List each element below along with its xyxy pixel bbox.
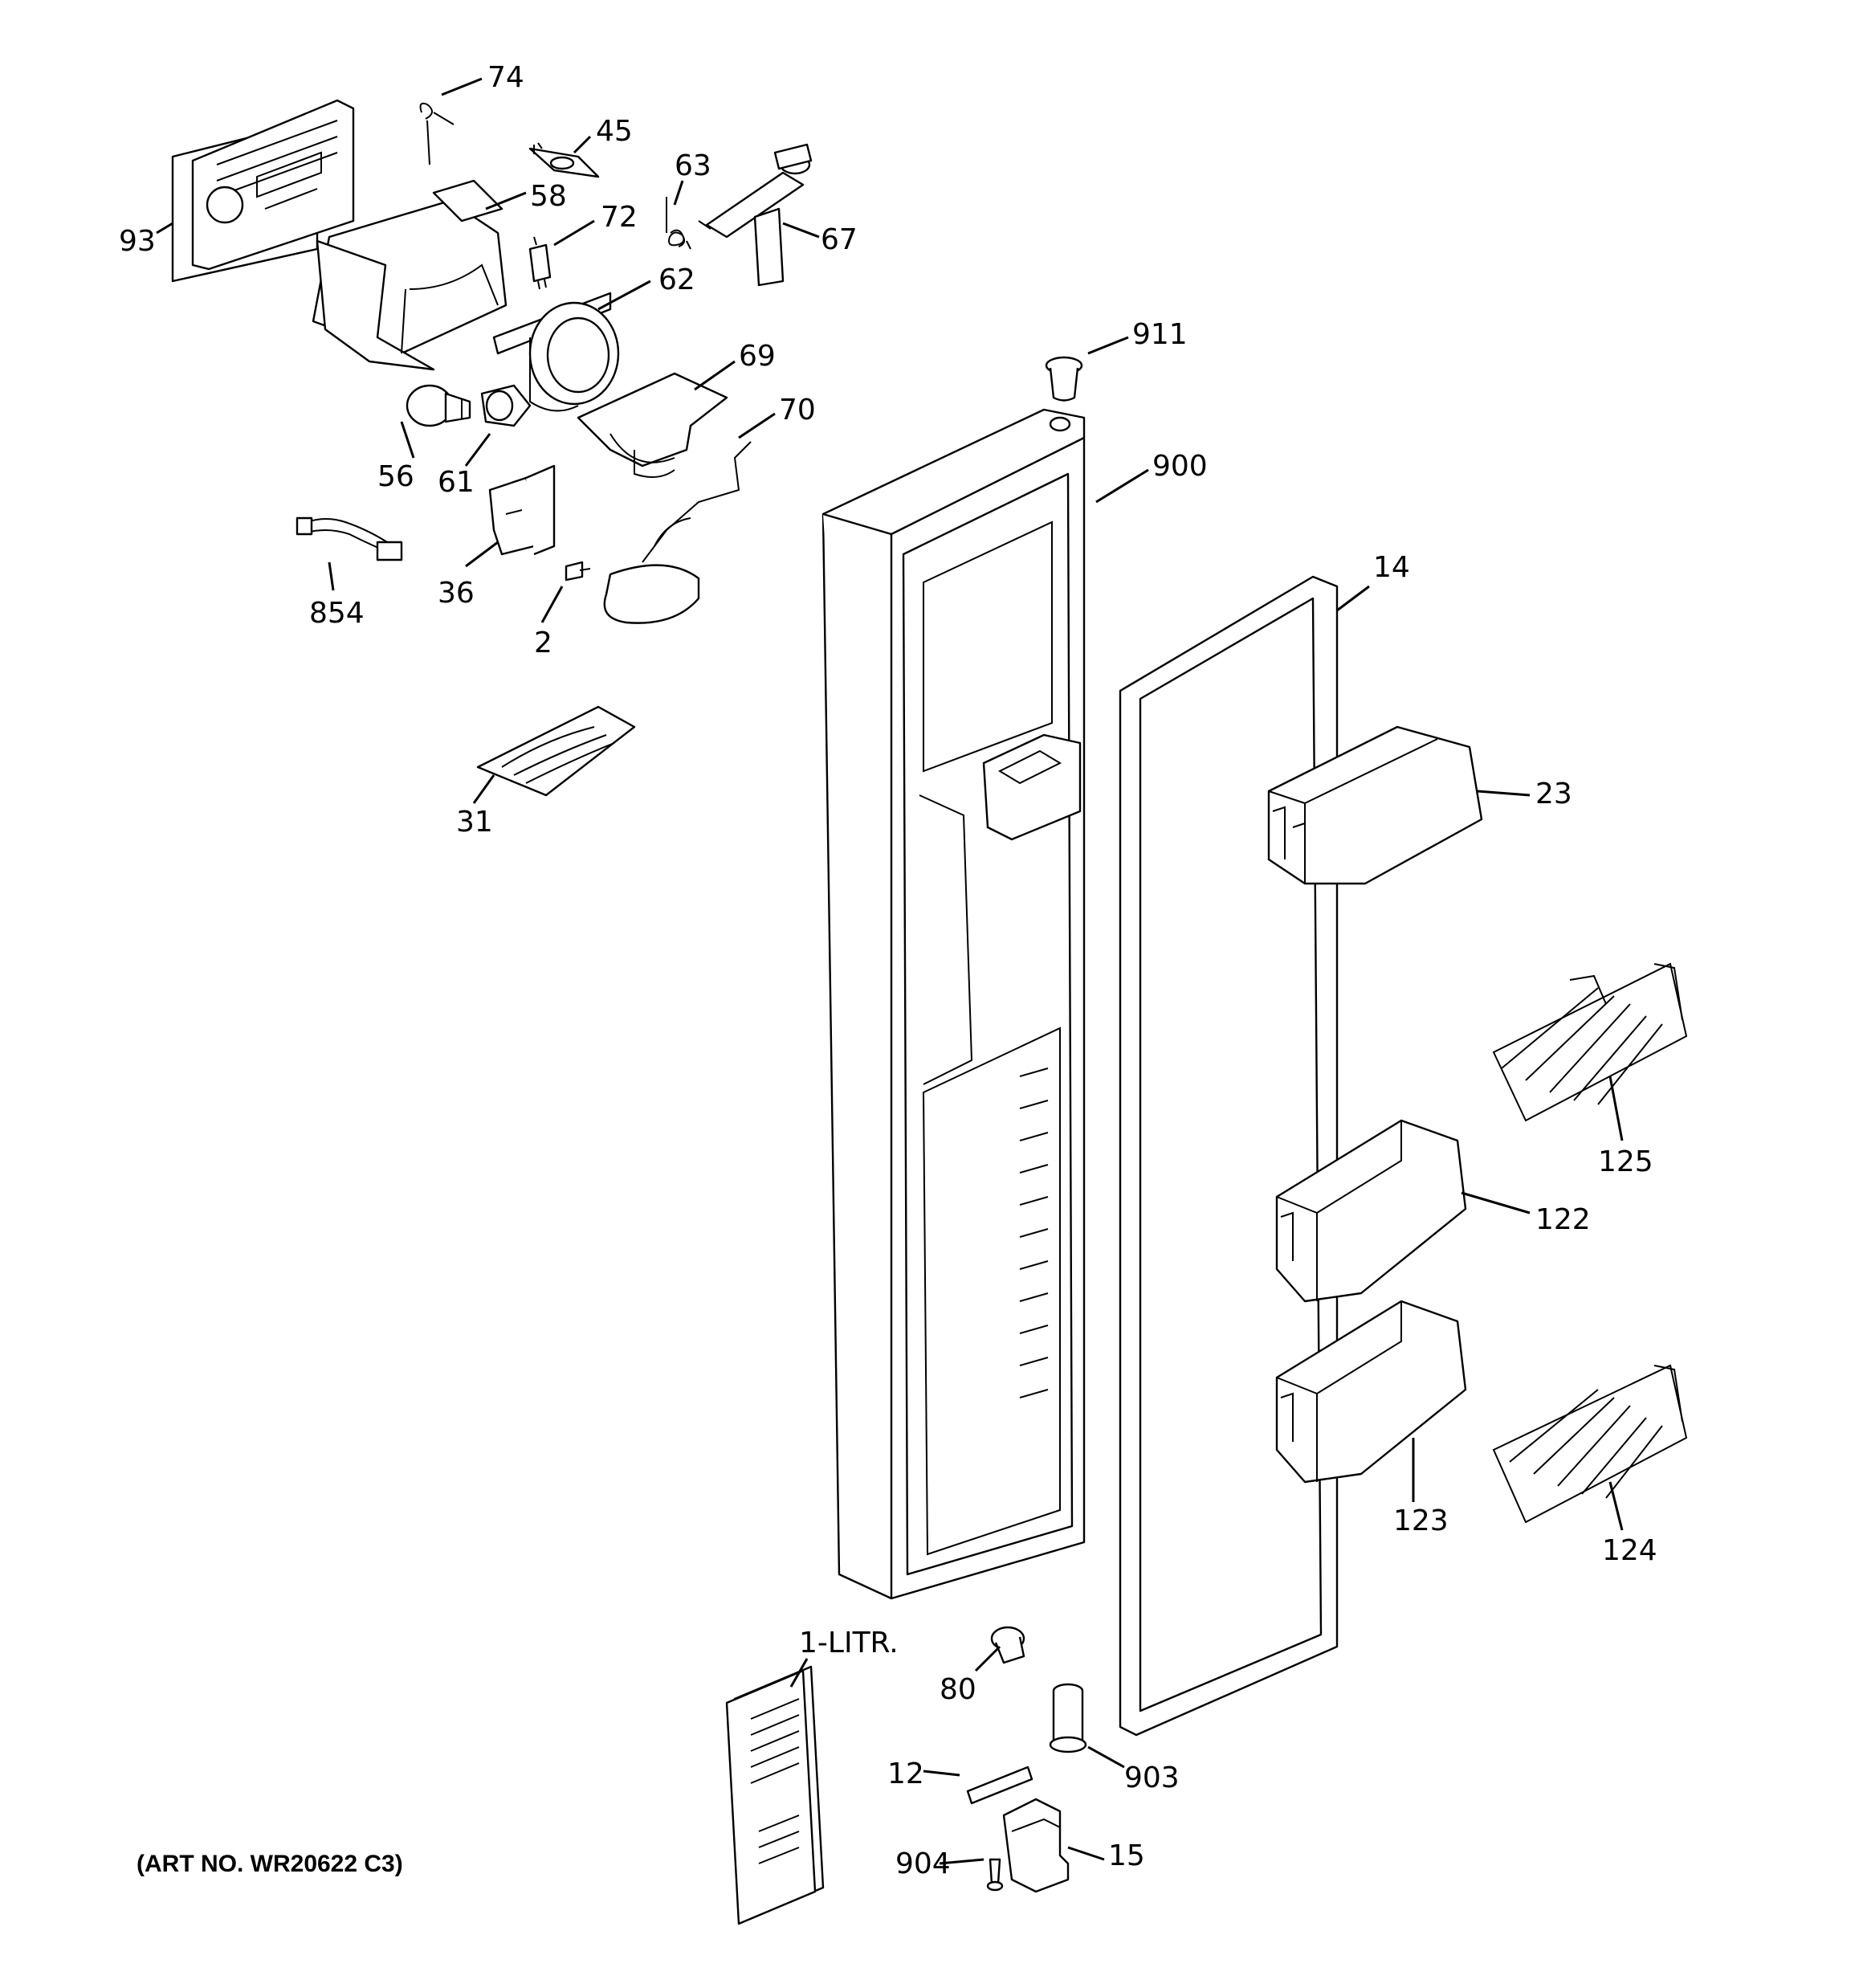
callout-123: 123 [1393,1504,1449,1537]
callout-61: 61 [438,466,475,499]
callout-122: 122 [1535,1203,1591,1236]
part-spring-63 [666,197,691,250]
part-harness-854 [296,516,403,561]
part-bin-123 [1275,1300,1467,1484]
callout-904: 904 [895,1847,951,1880]
callout-labels: 74 45 63 58 93 72 67 62 911 69 70 56 61 … [119,61,1657,1880]
part-pin-903 [1049,1683,1087,1753]
callout-900: 900 [1152,450,1208,483]
callout-67: 67 [821,223,858,256]
part-bin-122 [1275,1119,1467,1303]
part-housing-58 [312,179,508,371]
part-literature [725,1665,825,1925]
part-switch-72 [528,236,552,290]
callout-125: 125 [1598,1145,1653,1178]
callout-15: 15 [1108,1839,1145,1872]
part-tray-69 [577,372,728,478]
part-spring-74 [419,102,455,165]
callout-69: 69 [739,340,776,373]
part-basket-124 [1492,1364,1688,1524]
callout-63: 63 [675,149,711,182]
part-ring-62 [492,292,620,412]
part-plug-80 [990,1626,1025,1664]
callout-58: 58 [530,180,567,213]
part-screw-2 [565,561,591,582]
callout-70: 70 [779,394,816,427]
callout-31: 31 [456,806,493,839]
part-control-panel [171,99,355,283]
part-arm-70 [603,441,752,624]
part-gasket-14 [1119,575,1339,1737]
part-relay-36 [488,464,556,556]
callout-911: 911 [1132,318,1188,351]
part-bulb-56 [406,384,471,427]
part-bin-23 [1267,725,1483,885]
part-bushing-911 [1045,356,1083,402]
callout-74: 74 [487,61,524,94]
part-screw-904 [986,1858,1004,1892]
callout-23: 23 [1535,778,1572,810]
callout-72: 72 [601,201,638,234]
callout-1-litr: 1-LITR. [799,1627,899,1659]
callout-62: 62 [658,263,695,296]
part-bracket-45 [528,142,600,178]
callout-36: 36 [438,577,475,610]
part-socket-61 [480,384,532,427]
callout-14: 14 [1373,551,1410,584]
art-number: (ART NO. WR20622 C3) [137,1851,403,1877]
callout-903: 903 [1124,1761,1180,1794]
callout-124: 124 [1602,1534,1657,1567]
part-door-900 [821,408,1086,1600]
callout-93: 93 [119,225,156,258]
part-grille-31 [476,705,636,797]
callout-12: 12 [887,1757,924,1790]
part-basket-125 [1492,962,1688,1122]
leader-lines [156,77,1624,1865]
part-hinge-15 [1002,1798,1070,1893]
callout-56: 56 [377,460,414,493]
callout-854: 854 [309,597,365,630]
callout-2: 2 [534,627,552,659]
callout-45: 45 [596,115,633,148]
part-shim-12 [966,1766,1033,1805]
part-lever-67 [698,143,813,287]
callout-80: 80 [940,1673,976,1706]
